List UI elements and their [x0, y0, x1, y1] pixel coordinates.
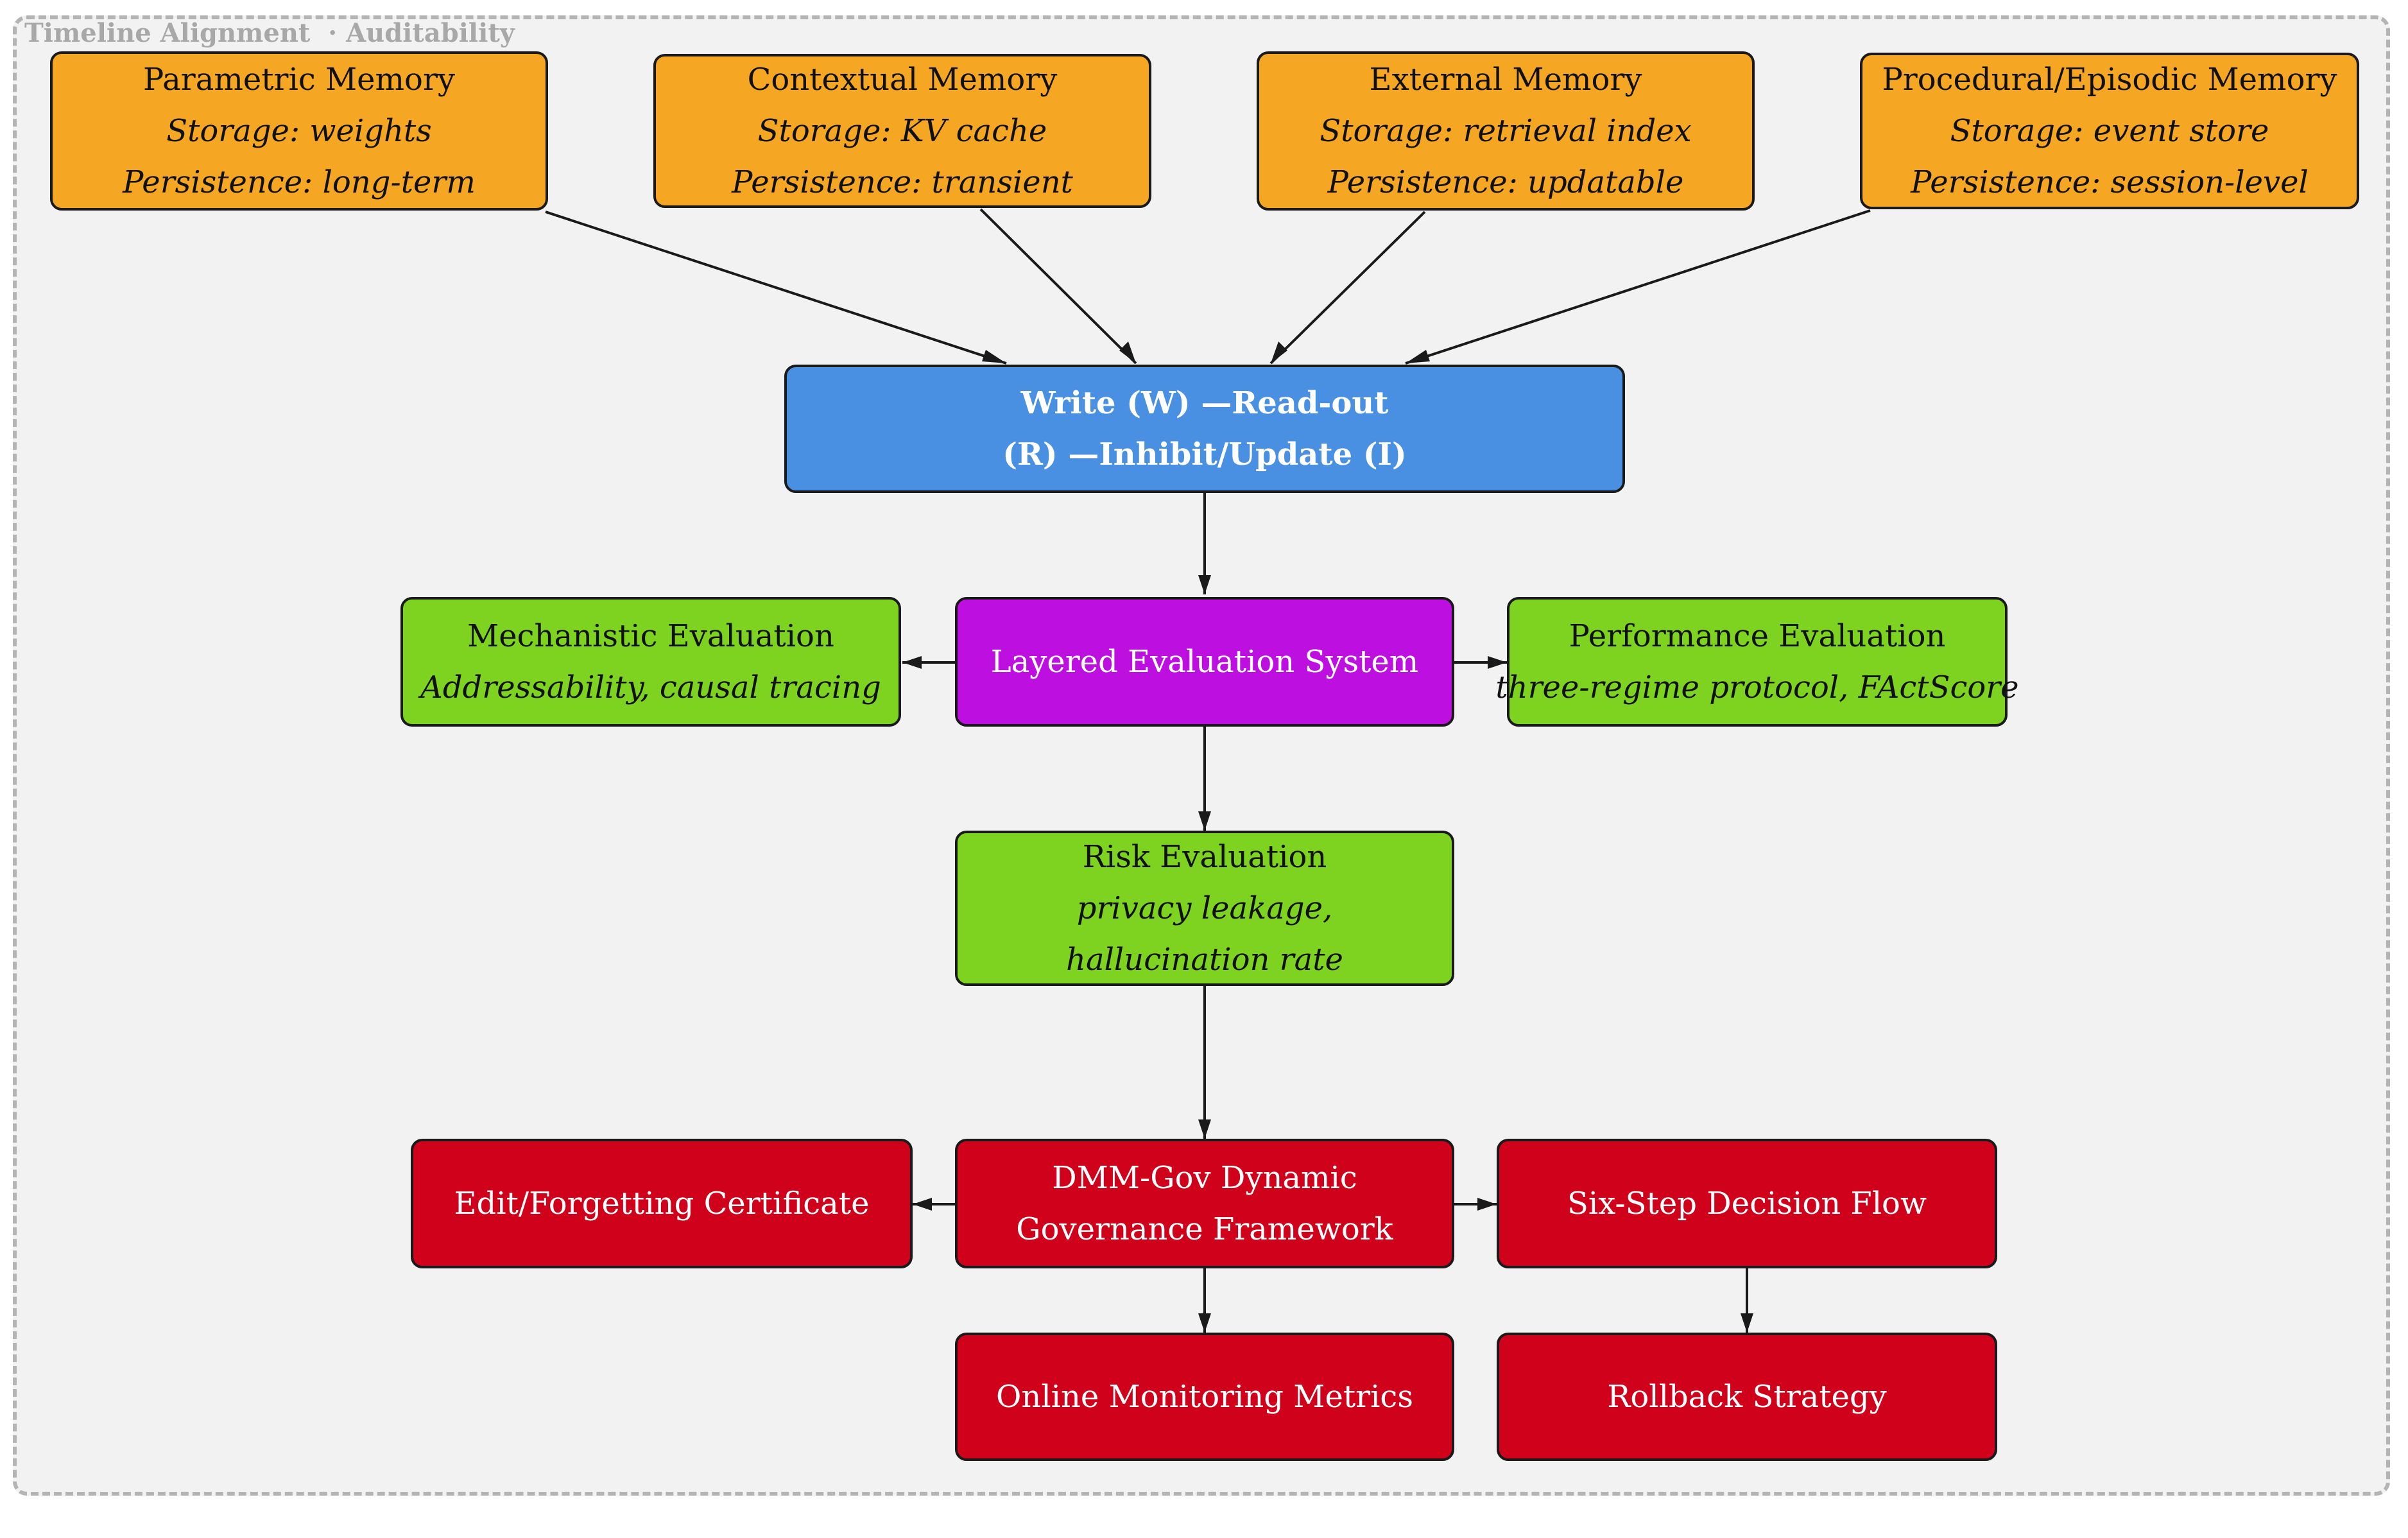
mechanistic-evaluation-node: Mechanistic Evaluation Addressability, c…	[400, 597, 901, 727]
parametric-memory-persistence: Persistence: long-term	[123, 164, 476, 200]
external-memory-storage: Storage: retrieval index	[1320, 113, 1692, 149]
external-memory-title: External Memory	[1369, 62, 1642, 98]
edit-forgetting-certificate-label: Edit/Forgetting Certificate	[454, 1186, 870, 1222]
layered-evaluation-hub: Layered Evaluation System	[955, 597, 1454, 727]
diagram-frame	[13, 15, 2390, 1496]
layered-evaluation-hub-label: Layered Evaluation System	[990, 644, 1419, 680]
rollback-strategy-label: Rollback Strategy	[1607, 1379, 1887, 1415]
procedural-memory-node: Procedural/Episodic Memory Storage: even…	[1860, 53, 2359, 209]
performance-evaluation-node: Performance Evaluation three-regime prot…	[1495, 597, 2019, 727]
six-step-decision-flow-node: Six-Step Decision Flow	[1497, 1139, 1997, 1268]
contextual-memory-title: Contextual Memory	[747, 62, 1058, 98]
governance-framework-line1: DMM-Gov Dynamic	[1052, 1160, 1357, 1196]
rollback-strategy-node: Rollback Strategy	[1497, 1333, 1997, 1461]
parametric-memory-storage: Storage: weights	[166, 113, 432, 149]
online-monitoring-metrics-node: Online Monitoring Metrics	[955, 1333, 1454, 1461]
parametric-memory-node: Parametric Memory Storage: weights Persi…	[50, 51, 548, 211]
mechanistic-evaluation-detail: Addressability, causal tracing	[420, 670, 881, 705]
procedural-memory-storage: Storage: event store	[1950, 113, 2269, 149]
risk-evaluation-detail-1: privacy leakage,	[1076, 890, 1333, 926]
governance-framework-node: DMM-Gov Dynamic Governance Framework	[955, 1139, 1454, 1268]
external-memory-persistence: Persistence: updatable	[1327, 164, 1684, 200]
contextual-memory-persistence: Persistence: transient	[732, 164, 1073, 200]
governance-framework-line2: Governance Framework	[1016, 1211, 1393, 1247]
six-step-decision-flow-label: Six-Step Decision Flow	[1567, 1186, 1927, 1222]
external-memory-node: External Memory Storage: retrieval index…	[1257, 51, 1755, 211]
online-monitoring-metrics-label: Online Monitoring Metrics	[996, 1379, 1413, 1415]
contextual-memory-node: Contextual Memory Storage: KV cache Pers…	[653, 54, 1151, 208]
frame-label: Timeline Alignment · Auditability	[24, 18, 515, 48]
risk-evaluation-node: Risk Evaluation privacy leakage, halluci…	[955, 831, 1454, 986]
edit-forgetting-certificate-node: Edit/Forgetting Certificate	[411, 1139, 913, 1268]
procedural-memory-persistence: Persistence: session-level	[1911, 164, 2309, 200]
parametric-memory-title: Parametric Memory	[143, 62, 455, 98]
risk-evaluation-detail-2: hallucination rate	[1066, 942, 1343, 978]
mechanistic-evaluation-title: Mechanistic Evaluation	[467, 618, 834, 654]
memory-operations-line1: Write (W) —Read-out	[1020, 385, 1389, 421]
performance-evaluation-title: Performance Evaluation	[1569, 618, 1946, 654]
risk-evaluation-title: Risk Evaluation	[1082, 839, 1327, 875]
contextual-memory-storage: Storage: KV cache	[757, 113, 1047, 149]
performance-evaluation-detail: three-regime protocol, FActScore	[1495, 670, 2019, 705]
memory-operations-line2: (R) —Inhibit/Update (I)	[1002, 436, 1407, 472]
procedural-memory-title: Procedural/Episodic Memory	[1882, 62, 2337, 98]
memory-operations-node: Write (W) —Read-out (R) —Inhibit/Update …	[784, 365, 1625, 493]
